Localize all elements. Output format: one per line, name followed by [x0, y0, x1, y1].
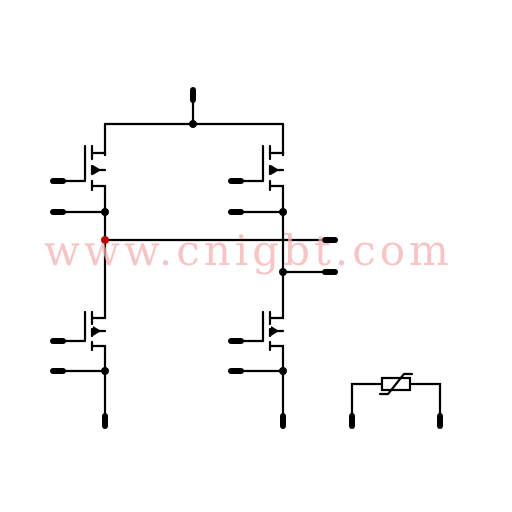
junction-dot-highlight [101, 236, 109, 244]
variable-resistor [350, 372, 442, 426]
junction-dot [101, 208, 109, 216]
junction-dot [189, 120, 197, 128]
junction-dot [101, 367, 109, 375]
watermark-text: www.cnigbt.com [44, 226, 453, 275]
junction-dot [279, 268, 287, 276]
junction-dot [279, 208, 287, 216]
junction-dot [279, 367, 287, 375]
mosfet-top-left [55, 144, 107, 214]
